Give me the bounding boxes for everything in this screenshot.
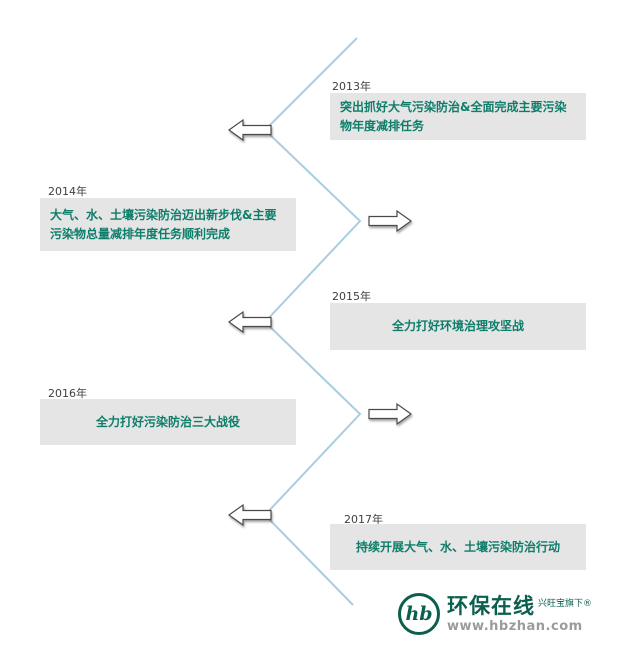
milestone-box-2014: 大气、水、土壤污染防治迈出新步伐&主要污染物总量减排年度任务顺利完成	[40, 198, 296, 251]
milestone-text-2014: 大气、水、土壤污染防治迈出新步伐&主要污染物总量减排年度任务顺利完成	[50, 207, 277, 241]
milestone-text-2016: 全力打好污染防治三大战役	[95, 414, 240, 429]
year-label-2013: 2013年	[332, 80, 371, 93]
brand-url: www.hbzhan.com	[447, 618, 583, 634]
arrow-left-icon	[228, 118, 272, 142]
year-label-2016: 2016年	[48, 387, 87, 400]
brand-name: 环保在线	[447, 593, 535, 618]
year-label-2015: 2015年	[332, 290, 371, 303]
arrow-right-icon	[368, 402, 412, 426]
milestone-box-2015: 全力打好环境治理攻坚战	[330, 303, 586, 350]
brand-suffix: 兴旺宝旗下®	[538, 598, 593, 609]
milestone-box-2013: 突出抓好大气污染防治&全面完成主要污染物年度减排任务	[330, 93, 586, 140]
milestone-text-2015: 全力打好环境治理攻坚战	[391, 319, 524, 333]
arrow-right-icon	[368, 209, 412, 233]
watermark-text: 环保在线 兴旺宝旗下® www.hbzhan.com	[447, 595, 592, 634]
milestone-box-2016: 全力打好污染防治三大战役	[40, 399, 296, 445]
milestone-text-2017: 持续开展大气、水、土壤污染防治行动	[355, 539, 560, 554]
logo-monogram: hb	[405, 603, 433, 625]
year-label-2017: 2017年	[344, 513, 383, 526]
watermark: hb 环保在线 兴旺宝旗下® www.hbzhan.com	[398, 593, 592, 635]
milestone-box-2017: 持续开展大气、水、土壤污染防治行动	[330, 524, 586, 570]
arrow-left-icon	[228, 503, 272, 527]
hbzhan-logo-icon: hb	[398, 593, 440, 635]
milestone-text-2013: 突出抓好大气污染防治&全面完成主要污染物年度减排任务	[340, 99, 567, 133]
year-label-2014: 2014年	[48, 185, 87, 198]
arrow-left-icon	[228, 310, 272, 334]
